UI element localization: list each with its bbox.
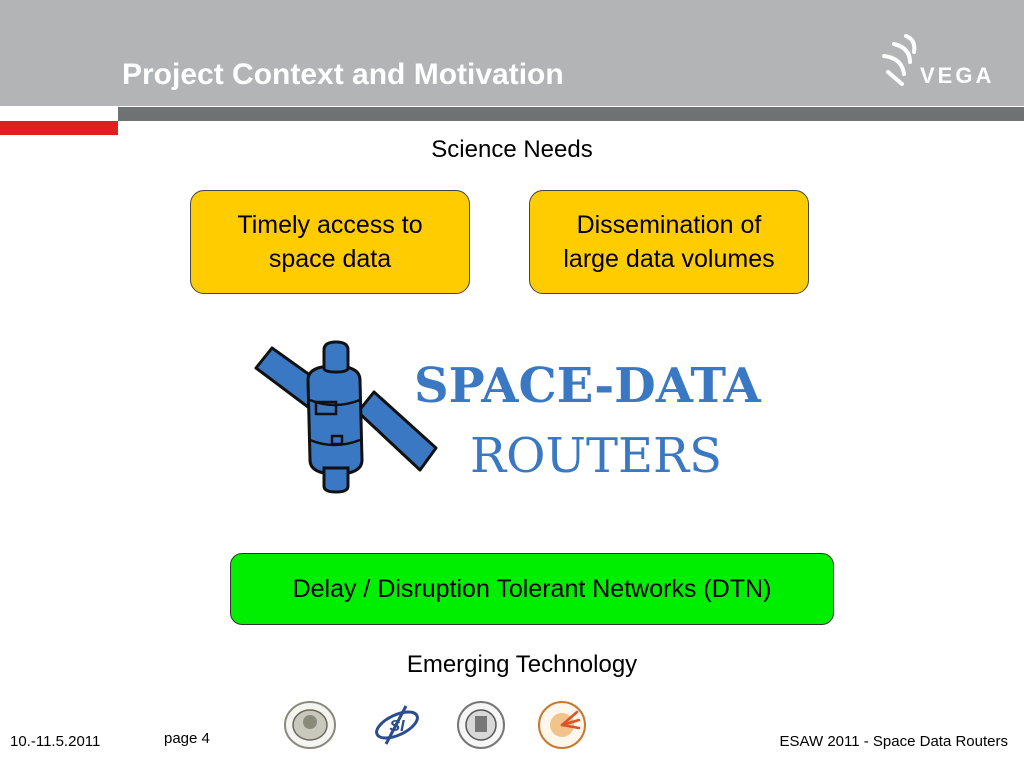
footer-page-number: page 4 (164, 730, 210, 747)
science-needs-label: Science Needs (431, 136, 593, 163)
need-line: Timely access to (237, 211, 423, 239)
project-logo-line2: ROUTERS (470, 428, 723, 484)
vega-logo-icon (882, 34, 917, 86)
dtn-technology-box: Delay / Disruption Tolerant Networks (DT… (230, 553, 834, 625)
header-rule (118, 107, 1024, 121)
partner-si-logo-icon: SI (375, 705, 419, 745)
partner-university-logo-icon (538, 701, 586, 749)
emerging-technology-label: Emerging Technology (406, 651, 638, 678)
project-logo-line1: SPACE-DATA (414, 358, 761, 414)
footer-date: 10.-11.5.2011 (10, 733, 101, 750)
need-line: large data volumes (563, 245, 775, 273)
need-line: Dissemination of (576, 211, 762, 239)
header-band (0, 0, 1024, 106)
slide-title: Project Context and Motivation (122, 58, 564, 91)
partner-si-logo-text: SI (389, 718, 405, 735)
satellite-icon (254, 340, 438, 494)
vega-logo-text: VEGA (920, 63, 995, 88)
header-accent-bar (0, 121, 118, 135)
partner-seal-logo-2-icon (457, 701, 505, 749)
need-box-dissemination: Dissemination of large data volumes (529, 190, 809, 294)
partner-seal-logo-1-icon (284, 701, 336, 749)
footer-event-title: ESAW 2011 - Space Data Routers (779, 733, 1008, 750)
need-line: space data (268, 245, 392, 273)
need-box-timely-access: Timely access to space data (190, 190, 470, 294)
